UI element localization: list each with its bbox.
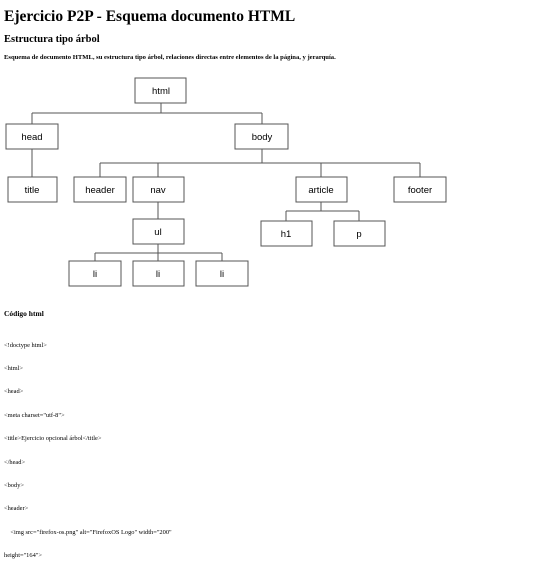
svg-text:p: p <box>356 229 361 240</box>
svg-text:nav: nav <box>150 185 166 196</box>
tree-node-footer: footer <box>393 176 447 203</box>
code-line: <!doctype html> <box>4 341 47 349</box>
svg-text:footer: footer <box>408 185 432 196</box>
tree-node-h1: h1 <box>260 220 313 247</box>
tree-node-article: article <box>295 176 348 203</box>
svg-text:html: html <box>152 86 170 97</box>
code-section-title: Código html <box>4 309 44 318</box>
svg-text:ul: ul <box>154 227 161 238</box>
svg-text:head: head <box>21 132 42 143</box>
code-line: <meta charset="utf-8"> <box>4 411 65 419</box>
svg-text:header: header <box>85 185 115 196</box>
page-title: Ejercicio P2P - Esquema documento HTML <box>4 8 296 25</box>
tree-node-li-1: li <box>68 260 122 287</box>
tree-node-li-2: li <box>132 260 185 287</box>
code-block: <!doctype html> <html> <head> <meta char… <box>4 326 172 568</box>
tree-nodes: html head body title header nav article <box>5 77 447 287</box>
svg-text:body: body <box>252 132 273 143</box>
tree-node-p: p <box>333 220 386 247</box>
tree-node-header: header <box>73 176 127 203</box>
html-tree-diagram: html head body title header nav article <box>5 77 447 287</box>
svg-text:li: li <box>93 269 97 280</box>
tree-node-head: head <box>5 123 59 150</box>
tree-node-html: html <box>134 77 187 104</box>
tree-node-li-3: li <box>195 260 249 287</box>
svg-text:article: article <box>308 185 333 196</box>
tree-connectors <box>31 103 421 261</box>
tree-node-title: title <box>7 176 58 203</box>
code-line: height="164"> <box>4 552 42 560</box>
code-line: <html> <box>4 364 23 372</box>
code-line: <head> <box>4 388 24 396</box>
code-line: <img src="firefox-os.png" alt="FirefoxOS… <box>4 528 172 536</box>
svg-text:title: title <box>25 185 40 196</box>
tree-node-nav: nav <box>132 176 185 203</box>
code-line: </head> <box>4 458 26 466</box>
tree-node-ul: ul <box>132 218 185 245</box>
code-line: <header> <box>4 505 29 513</box>
svg-text:h1: h1 <box>281 229 292 240</box>
code-line: <title>Ejercicio opcional árbol</title> <box>4 435 102 443</box>
section-description: Esquema de documento HTML, su estructura… <box>4 54 336 61</box>
tree-node-body: body <box>234 123 289 150</box>
svg-text:li: li <box>156 269 160 280</box>
section-title: Estructura tipo árbol <box>4 34 100 45</box>
svg-text:li: li <box>220 269 224 280</box>
code-line: <body> <box>4 481 24 489</box>
